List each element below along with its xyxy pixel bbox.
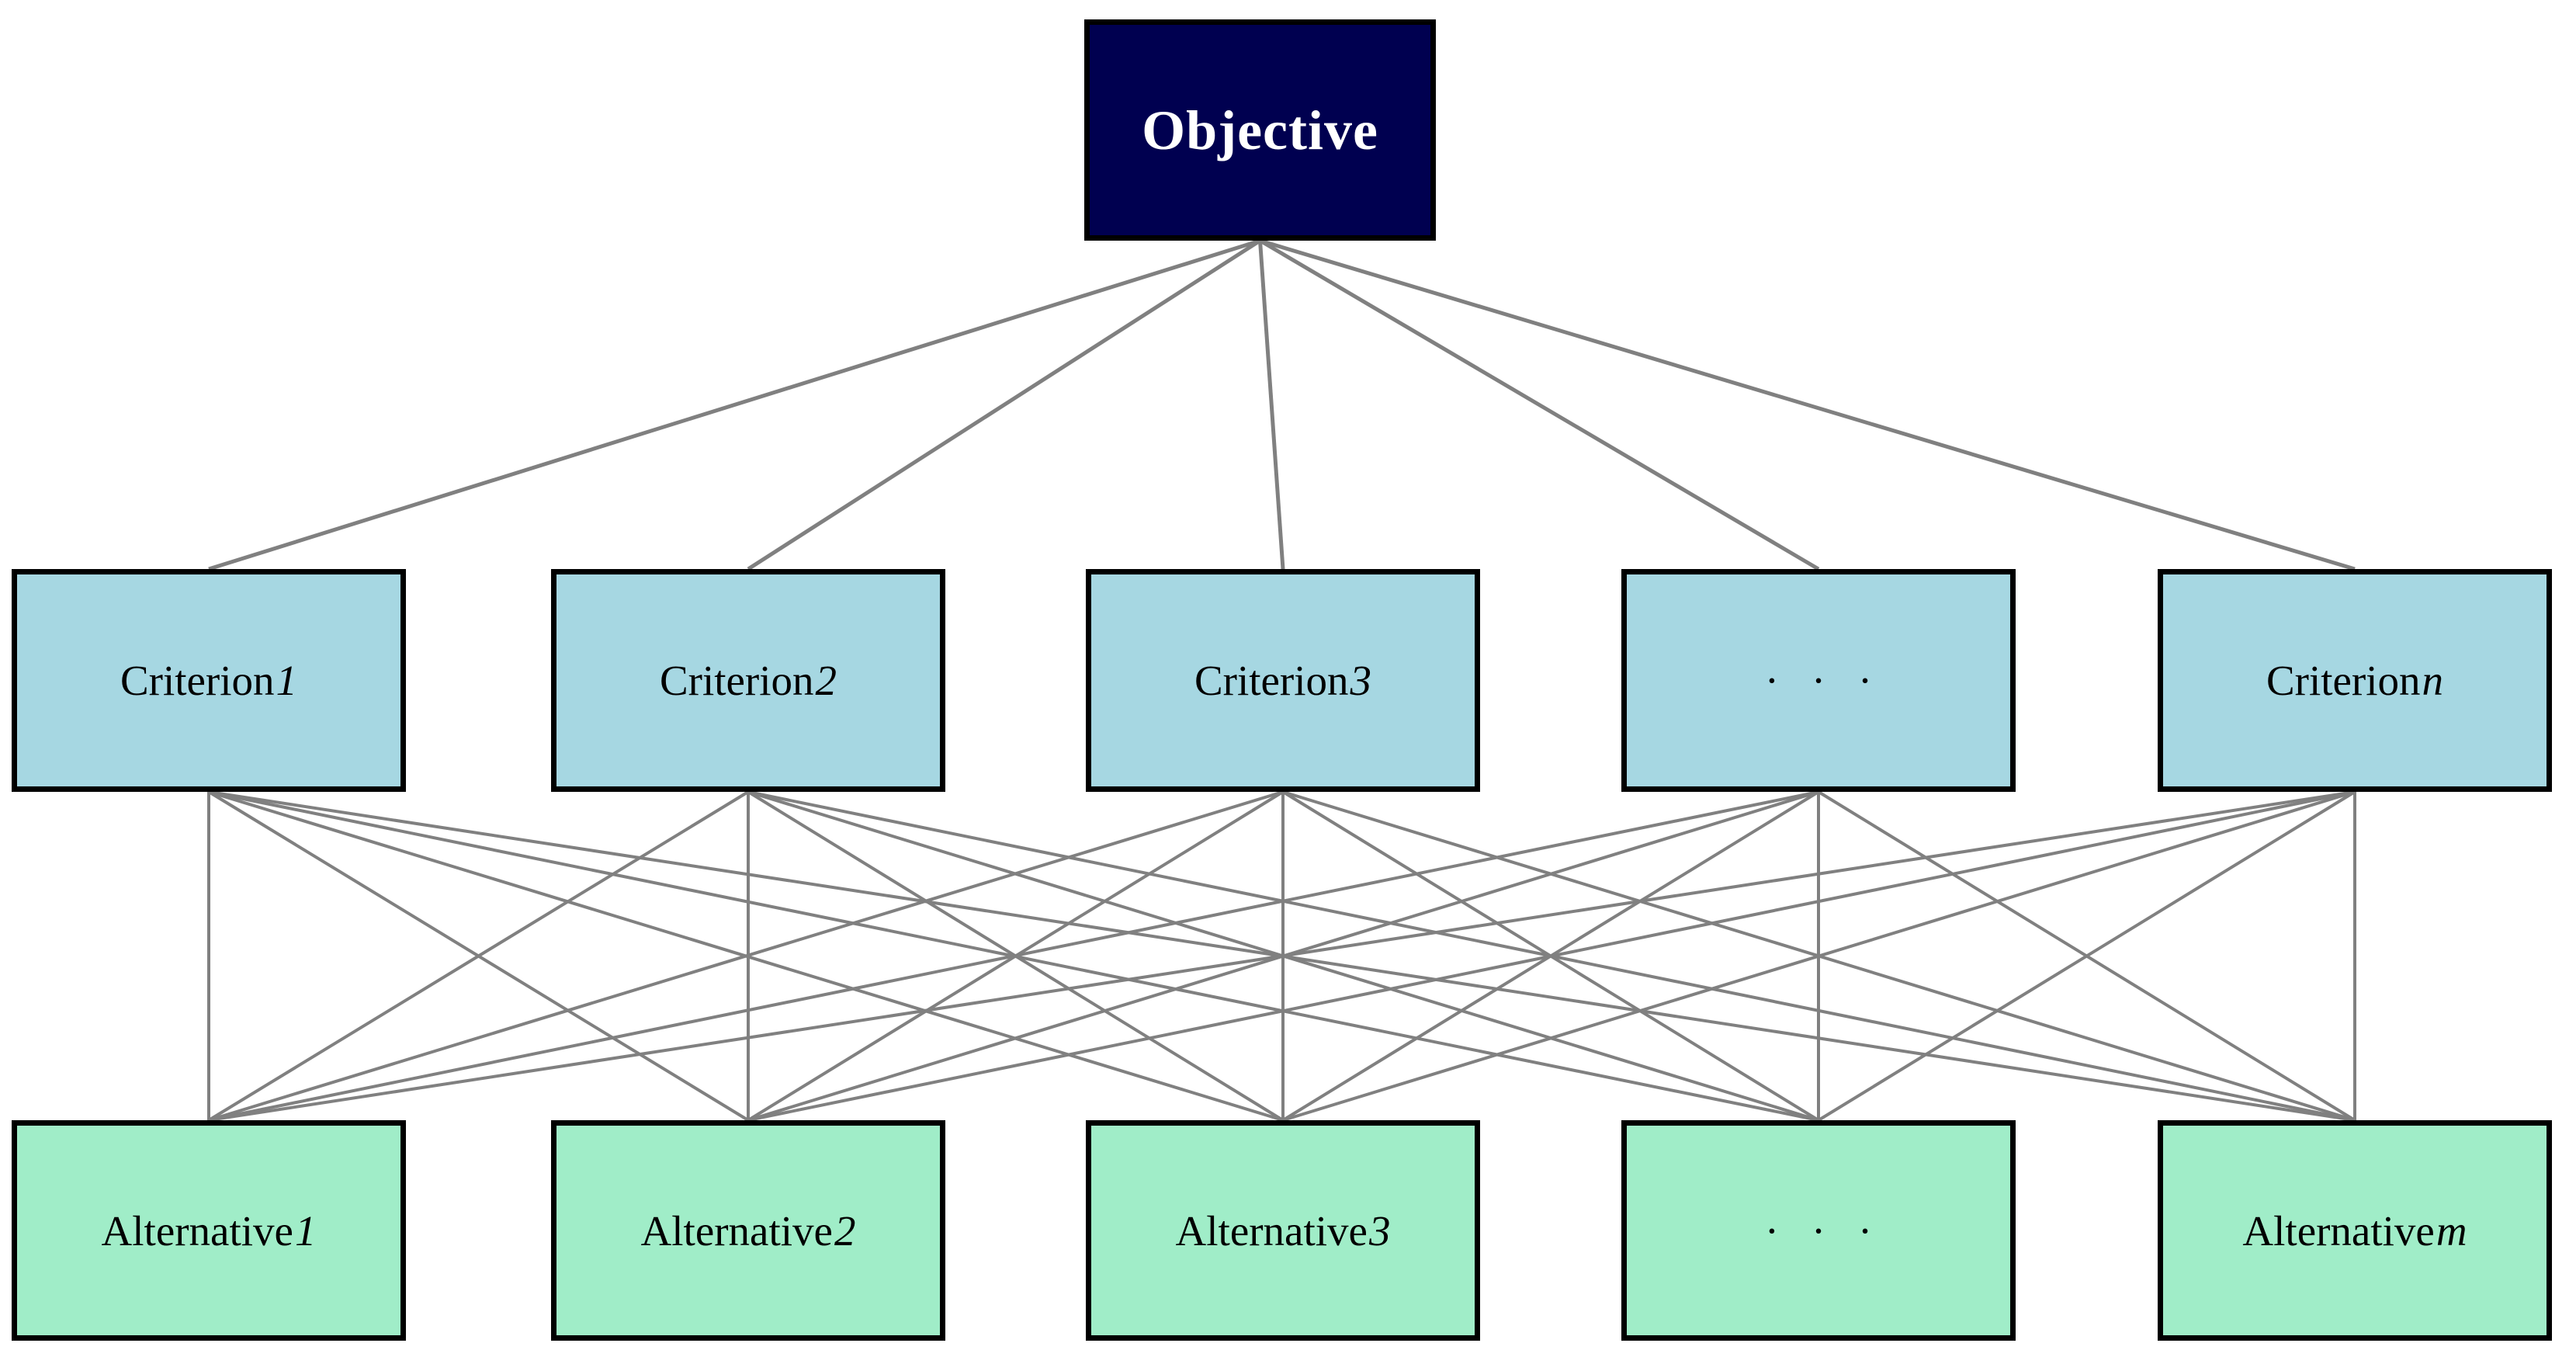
criterion-index-1: 1 (276, 657, 298, 704)
criterion-base-2: Criterion (659, 657, 814, 704)
alternative-node-3[interactable]: Alternative3 (1086, 1120, 1480, 1341)
edge-criterion-2-to-alternative-1 (207, 790, 750, 1122)
criterion-node-1[interactable]: Criterion1 (12, 569, 406, 792)
edge-criterion-4-to-alternative-1 (208, 790, 1819, 1122)
alternative-label-1: Alternative1 (102, 1210, 317, 1252)
alternative-label-m: Alternativem (2242, 1210, 2467, 1252)
criterion-index-n: n (2422, 657, 2444, 704)
alternative-base-2: Alternative (640, 1206, 833, 1255)
alternative-node-ellipsis[interactable]: · · · (1621, 1120, 2016, 1341)
alternative-index-1: 1 (294, 1206, 317, 1255)
criteria-ellipsis-icon: · · · (1764, 657, 1884, 704)
criterion-node-2[interactable]: Criterion2 (551, 569, 945, 792)
goal-to-criteria-edges (208, 238, 2356, 571)
objective-label: Objective (1142, 99, 1378, 161)
alternative-label-3: Alternative3 (1176, 1210, 1391, 1252)
alternative-label-2: Alternative2 (641, 1210, 856, 1252)
objective-node[interactable]: Objective (1084, 19, 1436, 241)
edge-criterion-5-to-alternative-1 (208, 790, 2356, 1122)
alternative-index-m: m (2436, 1206, 2467, 1255)
criterion-node-n[interactable]: Criterionn (2158, 569, 2552, 792)
criterion-base-3: Criterion (1194, 657, 1349, 704)
alternative-node-2[interactable]: Alternative2 (551, 1120, 945, 1341)
criterion-index-2: 2 (815, 657, 837, 704)
alternative-node-1[interactable]: Alternative1 (12, 1120, 406, 1341)
alternative-base-m: Alternative (2242, 1206, 2435, 1255)
criterion-label-n: Criterionn (2266, 659, 2443, 702)
criteria-to-alternatives-edges (207, 790, 2356, 1122)
criterion-index-3: 3 (1350, 657, 1372, 704)
edge-objective-to-criterion-3 (1258, 240, 1285, 570)
alternative-base-3: Alternative (1175, 1206, 1368, 1255)
criterion-label-1: Criterion1 (120, 659, 297, 702)
criterion-base-1: Criterion (120, 657, 275, 704)
criterion-base-n: Criterion (2266, 657, 2421, 704)
edge-objective-to-criterion-4 (1259, 238, 1820, 571)
edge-criterion-5-to-alternative-2 (747, 790, 2356, 1122)
criterion-label-3: Criterion3 (1194, 659, 1371, 702)
edge-criterion-5-to-alternative-3 (1282, 790, 2356, 1122)
edge-criterion-5-to-alternative-4 (1817, 790, 2356, 1122)
criterion-label-2: Criterion2 (660, 659, 837, 702)
criterion-node-3[interactable]: Criterion3 (1086, 569, 1480, 792)
edge-objective-to-criterion-5 (1259, 238, 2356, 571)
alternative-index-2: 2 (834, 1206, 856, 1255)
edge-criterion-3-to-alternative-1 (208, 790, 1284, 1122)
alternative-node-m[interactable]: Alternativem (2158, 1120, 2552, 1341)
edge-objective-to-criterion-1 (208, 238, 1261, 571)
alternatives-ellipsis-icon: · · · (1764, 1206, 1884, 1255)
alternative-index-3: 3 (1368, 1206, 1391, 1255)
alternative-base-1: Alternative (101, 1206, 293, 1255)
edge-objective-to-criterion-2 (747, 238, 1261, 571)
criterion-node-ellipsis[interactable]: · · · (1621, 569, 2016, 792)
